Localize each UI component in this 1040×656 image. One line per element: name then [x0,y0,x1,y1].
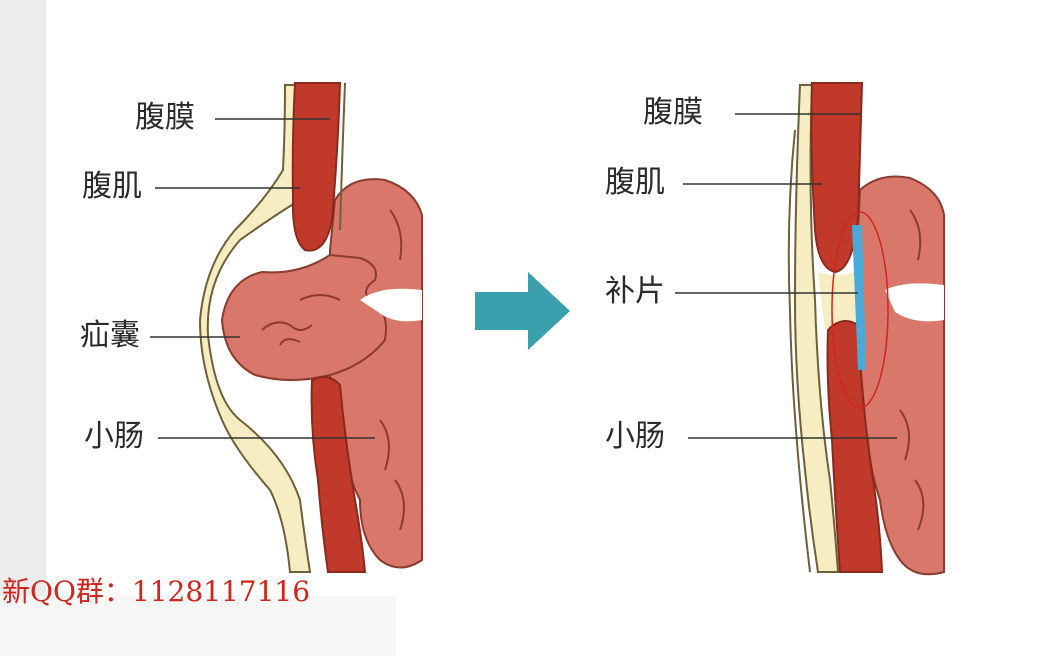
left-label-abdominal-muscle: 腹肌 [82,169,142,204]
right-fat-outline [787,129,811,573]
left-hernia-sac [220,253,387,381]
left-peritoneum-line [339,82,346,231]
right-intestine-contours [899,209,925,531]
right-label-small-intestine: 小肠 [605,419,665,454]
left-lower-muscle [310,375,367,573]
left-upper-muscle [291,82,342,252]
right-mesh-patch [852,225,866,370]
right-label-peritoneum: 腹膜 [643,95,703,130]
right-upper-muscle [810,82,864,274]
left-label-hernia-sac: 疝囊 [80,318,140,353]
left-edge-panel [0,0,46,656]
bottom-caption-panel [0,596,396,656]
right-gap-fill [818,270,858,330]
left-label-small-intestine: 小肠 [84,419,144,454]
transition-arrow [475,272,570,350]
left-intestine-contours [379,209,405,531]
left-fat-layer [198,84,312,573]
left-label-peritoneum: 腹膜 [135,100,195,135]
qq-group-watermark: 新QQ群：1128117116 [2,575,311,608]
right-diagram [675,82,945,576]
left-intestine-folds [261,294,341,346]
left-gap [360,288,422,322]
annotation-circle [831,211,889,409]
right-label-abdominal-muscle: 腹肌 [605,165,665,200]
left-diagram [150,82,423,573]
right-gap [885,283,944,322]
right-label-mesh-patch: 补片 [605,274,665,309]
